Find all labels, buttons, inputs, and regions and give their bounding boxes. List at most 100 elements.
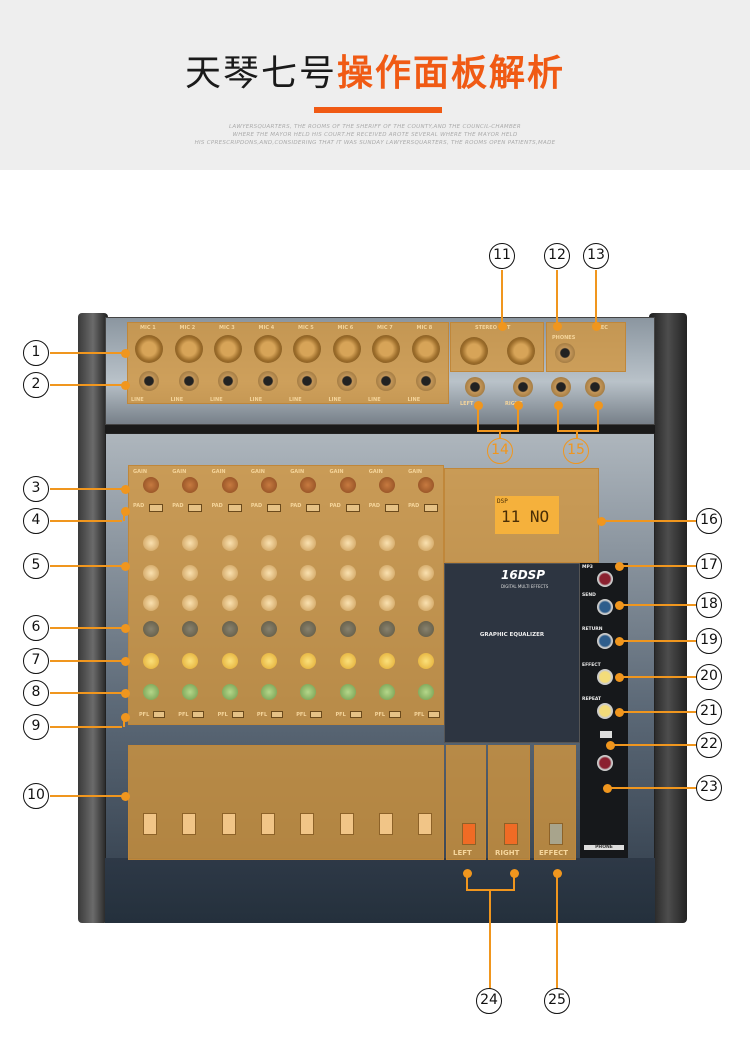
callout-number: 13	[583, 243, 609, 269]
gain-knob	[339, 477, 356, 493]
right-knob-label: RETURN	[582, 627, 603, 632]
xlr-input-6	[332, 335, 361, 363]
rev-knob	[182, 653, 199, 669]
eq-knob	[260, 535, 277, 551]
line-input-3	[218, 371, 238, 391]
xlr-input-4	[253, 335, 282, 363]
callout-line	[557, 430, 599, 432]
callout-number: 6	[23, 615, 49, 641]
mic-label: MIC 2	[179, 325, 196, 331]
callout-line	[499, 430, 501, 438]
callout-line	[557, 405, 559, 432]
callout-line	[50, 352, 122, 354]
efx-knob	[418, 621, 435, 637]
callout-line	[466, 875, 468, 890]
callout-line	[50, 488, 122, 490]
line-label: LINE	[249, 397, 263, 403]
rev-knob	[260, 653, 277, 669]
callout-number: 22	[696, 732, 722, 758]
callout-dot	[121, 485, 130, 494]
callout-number: 7	[23, 648, 49, 674]
eq-knob	[143, 565, 159, 581]
eq-knob	[378, 595, 395, 611]
callout-dot	[121, 689, 130, 698]
callout-number: 20	[696, 664, 722, 690]
callout-dot	[597, 517, 606, 526]
gain-label: GAIN	[368, 469, 383, 475]
gain-knob	[378, 477, 395, 493]
callout-number: 5	[23, 553, 49, 579]
efx-knob	[260, 621, 277, 637]
stereo-out-left-xlr	[460, 337, 488, 365]
pad-label: PAD	[329, 503, 341, 509]
phones-jack	[555, 343, 575, 363]
callout-dot	[121, 507, 130, 516]
gain-knob	[260, 477, 277, 493]
gain-label: GAIN	[211, 469, 226, 475]
callout-number: 4	[23, 508, 49, 534]
subtitle-line: LAWYERSQUARTERS, THE ROOMS OF THE SHERIF…	[229, 124, 521, 130]
xlr-input-1	[135, 335, 163, 363]
eq-knob	[300, 535, 317, 551]
eq-knob	[182, 595, 199, 611]
main-out-right-jack	[513, 377, 533, 397]
efx-knob	[378, 621, 395, 637]
pad-switch	[306, 504, 321, 512]
callout-line	[50, 795, 122, 797]
title-underline	[314, 107, 442, 113]
master-fader-right	[504, 823, 518, 845]
callout-number: 25	[544, 988, 570, 1014]
xlr-input-8	[411, 335, 440, 363]
callout-number: 21	[696, 699, 722, 725]
pad-switch	[188, 504, 203, 512]
callout-dot	[615, 562, 624, 571]
master-fader-label: RIGHT	[495, 849, 520, 857]
xlr-input-2	[174, 335, 203, 363]
pfl-label: PFL	[296, 712, 307, 718]
gain-knob	[221, 477, 238, 493]
lcd-display: DSP 11 NO	[495, 496, 559, 534]
callout-line	[50, 726, 122, 728]
eq-knob	[260, 565, 277, 581]
rev-knob	[339, 653, 356, 669]
eq-knob	[143, 595, 159, 611]
callout-dot	[121, 657, 130, 666]
callout-line	[501, 270, 503, 324]
pfl-button	[428, 711, 441, 718]
rev-knob	[418, 653, 435, 669]
master-fader-label: EFFECT	[539, 849, 569, 857]
pfl-button	[153, 711, 165, 718]
callout-dot	[121, 792, 130, 801]
right-label: RIGHT	[505, 401, 522, 407]
callout-line	[576, 430, 578, 438]
pfl-label: PFL	[374, 712, 386, 718]
channel-fader-8	[418, 813, 433, 835]
pan-knob	[378, 684, 395, 700]
title-black: 天琴七号	[184, 53, 337, 94]
pan-knob	[418, 684, 435, 700]
callout-line	[50, 565, 122, 567]
callout-line	[610, 744, 696, 746]
callout-line	[477, 405, 479, 432]
callout-line	[50, 520, 122, 522]
channel-fader-4	[260, 813, 275, 835]
mic-line-inputs	[127, 322, 449, 404]
pad-label: PAD	[290, 503, 302, 509]
callout-number: 14	[487, 438, 513, 464]
callout-dot	[603, 784, 612, 793]
callout-dot	[554, 401, 563, 410]
mic-label: MIC 7	[377, 325, 393, 331]
rec-label: REC	[597, 325, 608, 331]
callout-line	[619, 640, 696, 642]
pfl-button	[231, 711, 244, 718]
pan-knob	[143, 684, 159, 700]
callout-line	[513, 875, 515, 890]
callout-number: 23	[696, 775, 722, 801]
xlr-input-7	[372, 335, 400, 363]
callout-dot	[510, 869, 519, 878]
callout-number: 17	[696, 553, 722, 579]
callout-number: 12	[544, 243, 570, 269]
pad-label: PAD	[250, 503, 263, 509]
geq-label: GRAPHIC EQUALIZER	[479, 632, 545, 638]
